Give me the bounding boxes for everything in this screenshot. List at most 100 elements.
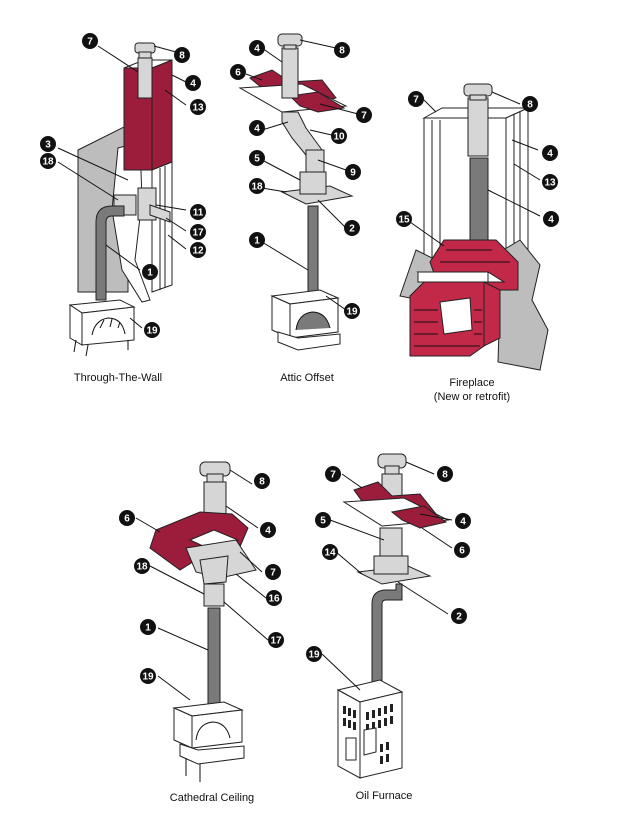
chase-framing — [151, 161, 173, 293]
callout-badge-circle — [40, 136, 56, 152]
callout-badge-circle — [322, 544, 338, 560]
wood-stove — [68, 299, 136, 357]
callout-badge: 6 — [230, 64, 246, 80]
callout-number: 2 — [349, 224, 355, 235]
callout-badge: 8 — [254, 473, 270, 489]
callout-badge-circle — [408, 91, 424, 107]
oil-furnace-illustration — [321, 453, 453, 779]
callout-badge-circle — [334, 42, 350, 58]
callout-badge: 4 — [249, 40, 265, 56]
callout-badge-circle — [344, 220, 360, 236]
callout-badge: 19 — [140, 668, 156, 684]
callout-badge: 1 — [140, 619, 156, 635]
callout-badge-circle — [190, 224, 206, 240]
callout-badge-circle — [254, 473, 270, 489]
callout-number: 12 — [192, 246, 204, 257]
callout-badge-circle — [451, 608, 467, 624]
callout-badge: 6 — [119, 510, 135, 526]
callout-number: 19 — [146, 326, 158, 337]
callout-number: 8 — [339, 46, 345, 57]
callout-badge-circle — [134, 558, 150, 574]
callout-badge: 6 — [454, 542, 470, 558]
callout-badge: 2 — [451, 608, 467, 624]
callout-number: 17 — [192, 228, 204, 239]
chimney-pipe — [281, 47, 299, 99]
caption-fireplace-sub: (New or retrofit) — [434, 391, 510, 403]
callout-badge: 19 — [344, 303, 360, 319]
callout-badge-circle — [454, 542, 470, 558]
callout-number: 6 — [124, 514, 130, 525]
callout-badge-circle — [260, 522, 276, 538]
callout-number: 17 — [270, 636, 282, 647]
callout-badge: 3 — [40, 136, 56, 152]
callout-badge-circle — [249, 40, 265, 56]
chimney-pipe — [467, 97, 489, 157]
callout-number: 5 — [254, 154, 260, 165]
callout-badge: 10 — [331, 128, 347, 144]
callout-number: 7 — [87, 37, 93, 48]
wood-stove — [270, 289, 341, 351]
callout-number: 3 — [45, 140, 51, 151]
callout-badge: 11 — [190, 204, 206, 220]
callout-badge-circle — [396, 211, 412, 227]
callout-badge: 8 — [334, 42, 350, 58]
callout-number: 8 — [179, 51, 185, 62]
callout-number: 8 — [527, 100, 533, 111]
callout-badge-circle — [331, 128, 347, 144]
callout-number: 18 — [136, 562, 148, 573]
callout-badge: 18 — [134, 558, 150, 574]
callout-badge-circle — [315, 512, 331, 528]
callout-badge: 4 — [185, 75, 201, 91]
callout-number: 8 — [259, 477, 265, 488]
callout-number: 4 — [254, 44, 260, 55]
callout-badge: 4 — [542, 145, 558, 161]
caption-oil-furnace: Oil Furnace — [356, 790, 413, 802]
caption-fireplace: Fireplace — [449, 377, 494, 389]
callout-badge-circle — [325, 466, 341, 482]
callout-badge: 19 — [306, 646, 322, 662]
callout-badge: 1 — [249, 232, 265, 248]
stovepipe — [95, 205, 125, 301]
callout-badge: 8 — [522, 96, 538, 112]
caption-attic-offset: Attic Offset — [280, 372, 334, 384]
callout-badge-circle — [174, 47, 190, 63]
callout-badge: 16 — [266, 590, 282, 606]
callout-badge: 13 — [190, 99, 206, 115]
chimney-pipe — [137, 57, 153, 99]
callout-badge-circle — [140, 619, 156, 635]
callout-number: 7 — [361, 111, 367, 122]
callout-number: 4 — [548, 215, 554, 226]
callout-badge-circle — [249, 178, 265, 194]
callout-badge-circle — [185, 75, 201, 91]
callout-badge: 7 — [265, 564, 281, 580]
callout-badge-circle — [356, 107, 372, 123]
callout-badge-circle — [345, 164, 361, 180]
callout-badge-circle — [437, 466, 453, 482]
callout-badge-circle — [265, 564, 281, 580]
chimney-cap — [463, 83, 493, 97]
attic-offset-illustration — [238, 33, 359, 351]
callout-badge-circle — [230, 64, 246, 80]
callout-badge: 4 — [543, 211, 559, 227]
firebox-opening — [439, 297, 473, 335]
callout-badge-circle — [266, 590, 282, 606]
callout-badge-circle — [144, 322, 160, 338]
callout-badge-circle — [249, 150, 265, 166]
stovepipe — [307, 205, 319, 297]
callout-number: 18 — [42, 157, 54, 168]
callout-number: 7 — [270, 568, 276, 579]
callout-badge: 14 — [322, 544, 338, 560]
callout-number: 19 — [308, 650, 320, 661]
callout-badge-circle — [119, 510, 135, 526]
callout-number: 11 — [193, 208, 204, 219]
cathedral-ceiling-illustration — [135, 461, 269, 782]
callout-number: 4 — [254, 124, 260, 135]
callout-badge-circle — [249, 232, 265, 248]
callout-number: 4 — [460, 517, 466, 528]
callout-badge: 4 — [249, 120, 265, 136]
callout-badge: 4 — [260, 522, 276, 538]
callout-badge-circle — [190, 99, 206, 115]
callout-badge-circle — [543, 211, 559, 227]
callout-badge-circle — [142, 264, 158, 280]
